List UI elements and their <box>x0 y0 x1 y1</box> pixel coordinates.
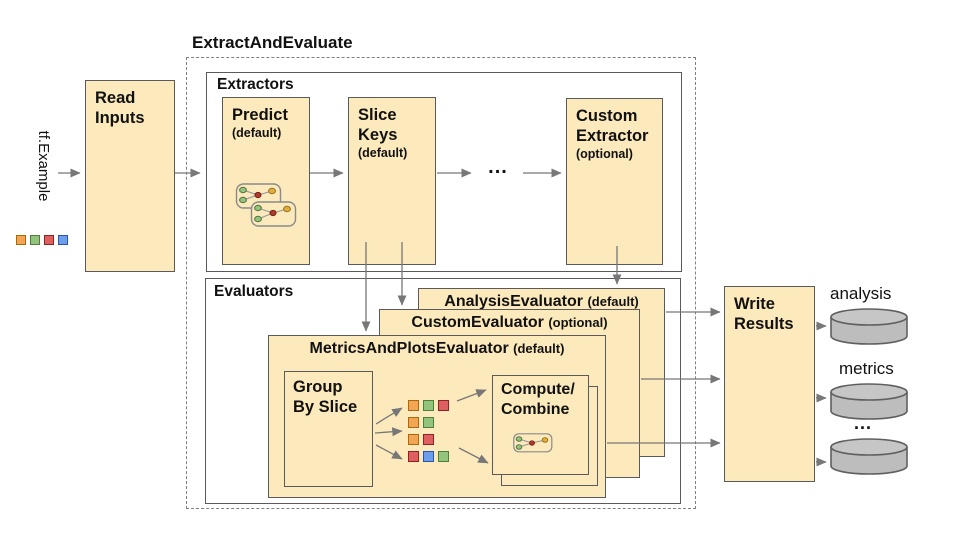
slice-row-4 <box>408 451 449 462</box>
group-by-slice-label-line2: By Slice <box>293 398 358 417</box>
data-square-orange <box>408 434 419 445</box>
database-icon-metrics <box>830 383 908 420</box>
data-square-blue <box>58 235 68 245</box>
custom-evaluator-label: CustomEvaluator <box>411 314 544 331</box>
write-results-label-line2: Results <box>734 315 794 334</box>
data-square-orange <box>16 235 26 245</box>
data-square-green <box>30 235 40 245</box>
predict-sub-label: (default) <box>232 126 282 141</box>
evaluators-section-label: Evaluators <box>214 283 294 300</box>
slice-keys-extractor-node: Slice Keys (default) <box>348 97 436 265</box>
data-square-orange <box>408 400 419 411</box>
metrics-evaluator-label: MetricsAndPlotsEvaluator <box>309 340 509 357</box>
custom-extractor-node: Custom Extractor (optional) <box>566 98 663 265</box>
write-results-node: Write Results <box>724 286 815 482</box>
metrics-evaluator-sub-label: (default) <box>513 341 565 356</box>
input-label-tf-example: tf.Example <box>35 130 52 202</box>
extract-and-evaluate-container <box>186 57 696 509</box>
data-square-red <box>438 400 449 411</box>
data-square-blue <box>423 451 434 462</box>
slice-row-1 <box>408 400 449 411</box>
compute-combine-label-line2: Combine <box>501 400 570 418</box>
slice-keys-label-line1: Slice <box>358 106 397 124</box>
extractors-section-label: Extractors <box>217 76 294 93</box>
predict-extractor-node: Predict (default) <box>222 97 310 265</box>
analysis-evaluator-label: AnalysisEvaluator <box>444 293 583 310</box>
slice-keys-sub-label: (default) <box>358 146 408 161</box>
outputs-ellipsis: ... <box>854 413 873 433</box>
custom-extractor-sub-label: (optional) <box>576 147 633 162</box>
data-square-red <box>408 451 419 462</box>
data-square-orange <box>408 417 419 428</box>
database-icon-more <box>830 438 908 475</box>
pipeline-title: ExtractAndEvaluate <box>192 33 353 52</box>
extractors-ellipsis: ... <box>488 156 508 178</box>
model-graph-icon <box>235 183 297 227</box>
predict-label: Predict <box>232 106 288 124</box>
read-inputs-node: Read Inputs <box>85 80 175 272</box>
data-square-green <box>423 400 434 411</box>
database-icon-analysis <box>830 308 908 345</box>
custom-extractor-label-line2: Extractor <box>576 127 649 146</box>
custom-evaluator-sub-label: (optional) <box>548 315 608 330</box>
compute-combine-label-line1: Compute/ <box>501 381 575 398</box>
output-label-analysis: analysis <box>830 284 892 303</box>
group-by-slice-label-line1: Group <box>293 378 343 396</box>
combine-graph-icon <box>513 433 553 453</box>
analysis-evaluator-sub-label: (default) <box>587 294 639 309</box>
group-by-slice-node: Group By Slice <box>284 371 373 487</box>
input-data-squares <box>16 235 68 245</box>
slice-keys-label-line2: Keys <box>358 126 398 145</box>
write-results-label-line1: Write <box>734 295 775 313</box>
data-square-green <box>423 417 434 428</box>
data-square-red <box>423 434 434 445</box>
slice-row-2 <box>408 417 434 428</box>
output-label-metrics: metrics <box>839 359 894 378</box>
compute-combine-node: Compute/ Combine <box>492 375 589 475</box>
slice-row-3 <box>408 434 434 445</box>
custom-extractor-label-line1: Custom <box>576 107 638 125</box>
data-square-green <box>438 451 449 462</box>
read-inputs-label-line1: Read <box>95 89 136 107</box>
data-square-red <box>44 235 54 245</box>
read-inputs-label-line2: Inputs <box>95 109 145 128</box>
